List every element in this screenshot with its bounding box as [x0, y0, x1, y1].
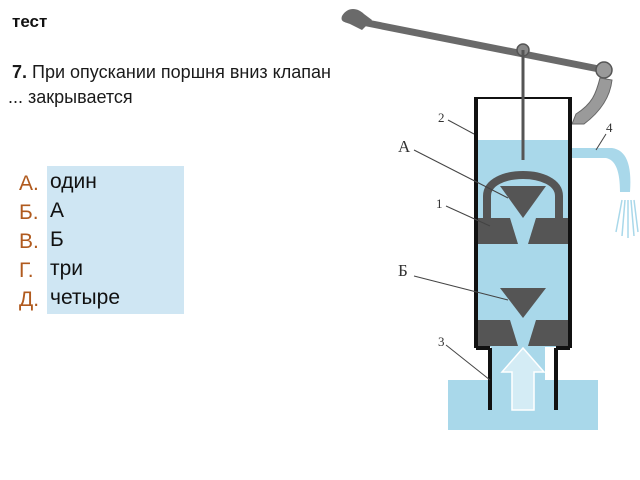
slide-title: тест	[12, 12, 48, 31]
answer-text: А	[50, 199, 65, 222]
answer-letter: В.	[19, 230, 39, 253]
answer-options: А. один Б. А В. Б Г. три Д. четыре	[16, 166, 184, 314]
spout-water	[569, 148, 631, 192]
lever-end-pivot	[595, 61, 613, 79]
answer-text: Б	[50, 228, 64, 251]
label-4: 4	[606, 120, 613, 135]
answer-letter: Б.	[19, 201, 39, 224]
label-2: 2	[438, 110, 445, 125]
valve-a	[500, 186, 546, 218]
label-1: 1	[436, 196, 443, 211]
answer-text: три	[50, 257, 84, 280]
answer-option-v[interactable]: В. Б	[16, 226, 184, 255]
answer-option-b[interactable]: Б. А	[16, 197, 184, 226]
answer-text: четыре	[50, 286, 120, 309]
water-spray	[615, 199, 639, 238]
piston-frame	[483, 171, 563, 222]
piston-right-block	[528, 218, 568, 244]
answer-letter: Д.	[19, 288, 40, 311]
question: 7. При опускании поршня вниз клапан ... …	[8, 60, 338, 110]
question-text: При опускании поршня вниз клапан ... зак…	[8, 62, 331, 107]
answer-box	[47, 166, 184, 314]
support-bracket	[571, 77, 613, 125]
answer-text: один	[50, 170, 97, 193]
leader-lines	[413, 119, 607, 381]
inflow-arrow-icon	[500, 346, 546, 411]
label-valve-a: А	[398, 137, 411, 156]
answer-option-a[interactable]: А. один	[16, 168, 184, 197]
answer-option-d[interactable]: Д. четыре	[16, 284, 184, 313]
question-number: 7.	[12, 62, 28, 82]
lower-right-seat	[528, 320, 568, 346]
lever-handle	[341, 9, 372, 30]
piston-left-block	[478, 218, 518, 244]
lower-left-seat	[478, 320, 518, 346]
lever-arm	[358, 18, 608, 74]
pump-diagram: 2 А 1 Б 3 4	[341, 9, 639, 430]
answer-letter: А.	[19, 172, 39, 195]
answer-option-g[interactable]: Г. три	[16, 255, 184, 284]
valve-b	[500, 288, 546, 318]
answer-letter: Г.	[19, 259, 34, 282]
label-valve-b: Б	[398, 261, 408, 280]
label-3: 3	[438, 334, 445, 349]
